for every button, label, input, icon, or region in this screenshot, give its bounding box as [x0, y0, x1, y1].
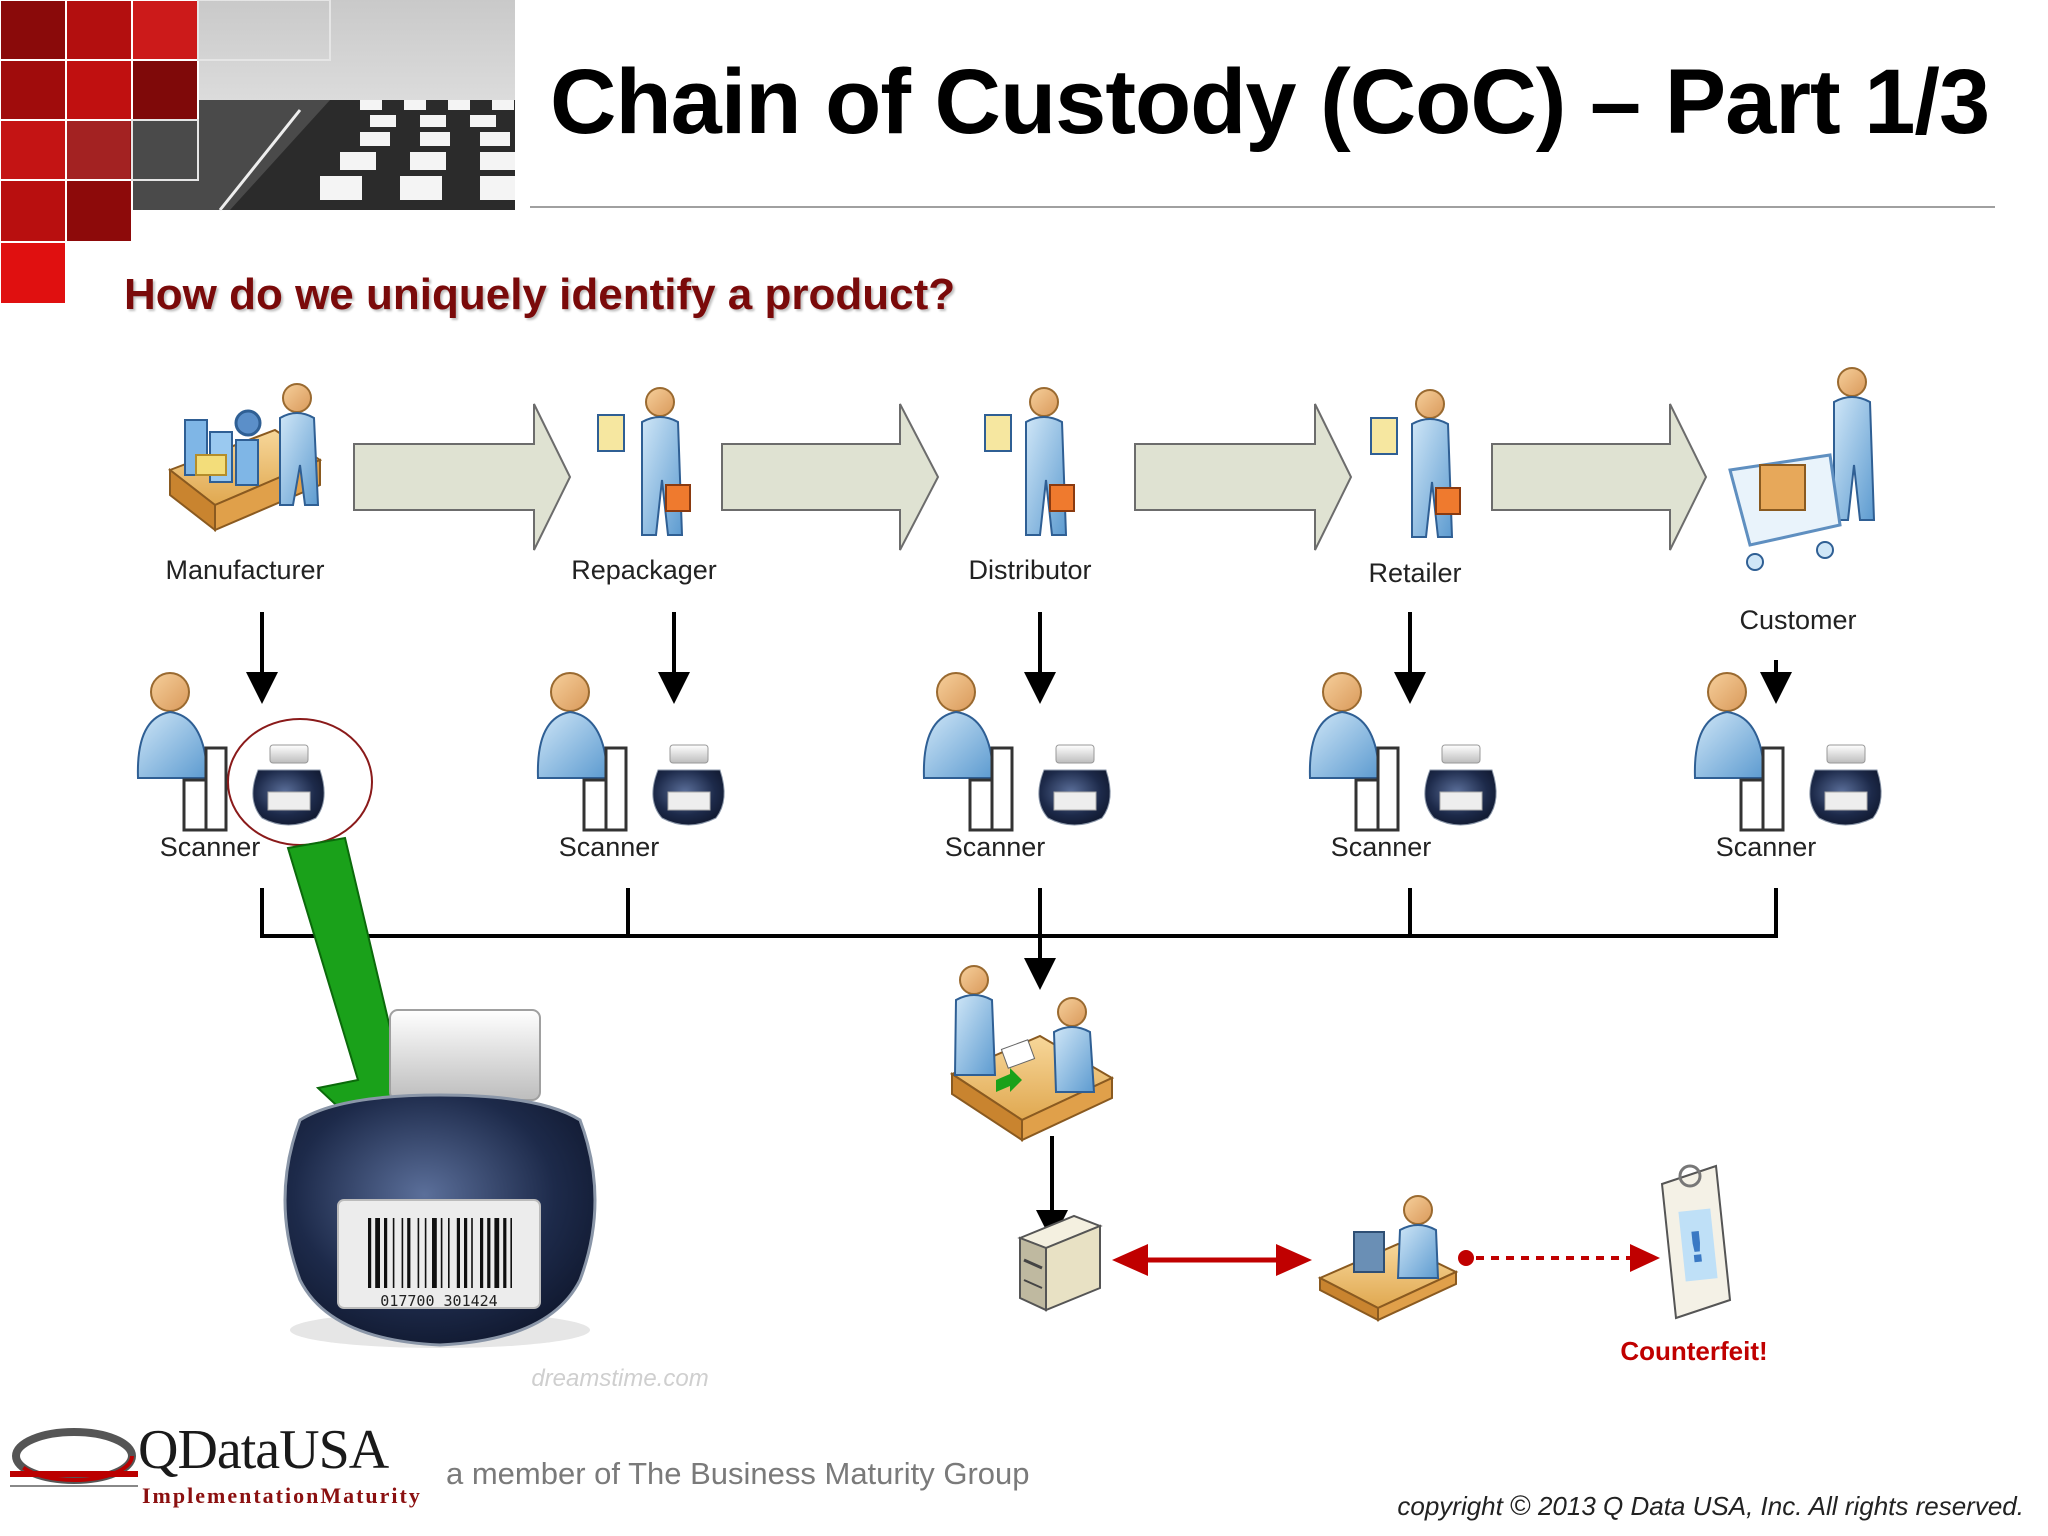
scanner-label: Scanner [159, 832, 261, 862]
barcode-bar [368, 1218, 372, 1288]
role-label-repackager: Repackager [571, 555, 717, 585]
barcode-bar [503, 1218, 507, 1288]
role-label-distributor: Distributor [968, 555, 1092, 585]
worker-with-briefcase-icon [597, 387, 691, 536]
analyst-computer-icon [1317, 1195, 1459, 1322]
barcode-bar [440, 1218, 443, 1288]
member-text: a member of The Business Maturity Group [446, 1456, 1030, 1491]
scanner-label: Scanner [558, 832, 660, 862]
barcode-bar [464, 1218, 468, 1288]
scanner-label: Scanner [1715, 832, 1817, 862]
process-arrow [721, 403, 940, 551]
alert-arrow [1458, 1244, 1660, 1272]
role-label-manufacturer: Manufacturer [165, 555, 325, 585]
data-exchange-arrow [1112, 1244, 1312, 1276]
ink-bottle-image: 017700 301424 dreamstime.com [283, 1009, 709, 1392]
qdata-logo-icon [10, 1428, 138, 1487]
barcode-bar [480, 1218, 484, 1288]
clipboard-alert-icon: ! [1660, 1164, 1732, 1320]
slide-title: Chain of Custody (CoC) – Part 1/3 [550, 51, 1990, 153]
scanner-label: Scanner [1330, 832, 1432, 862]
barcode-bar [487, 1218, 491, 1288]
slide-question: How do we uniquely identify a product? [124, 270, 956, 319]
logo-tagline: ImplementationMaturity [142, 1483, 422, 1508]
scanner-station-icon [1693, 672, 1882, 832]
meeting-desk-icon [949, 965, 1115, 1142]
scanner-station-icon [536, 672, 725, 832]
worker-with-briefcase-icon [984, 387, 1075, 536]
server-icon [1017, 1214, 1103, 1312]
process-arrow [1134, 403, 1353, 551]
factory-worker-icon [167, 383, 323, 533]
barcode-bar [424, 1218, 427, 1288]
barcode-bar [392, 1218, 395, 1288]
barcode-bar [456, 1218, 460, 1288]
barcode-bar [448, 1218, 450, 1288]
image-watermark: dreamstime.com [531, 1365, 708, 1392]
barcode-bar [471, 1218, 473, 1288]
header-mosaic [0, 0, 515, 305]
barcode-bar [510, 1218, 512, 1288]
barcode-bar [384, 1218, 388, 1288]
logo-name: QDataUSA [138, 1419, 389, 1481]
worker-with-briefcase-icon [1370, 389, 1461, 538]
role-label-retailer: Retailer [1368, 558, 1462, 588]
scanner-label: Scanner [944, 832, 1046, 862]
copyright-text: copyright © 2013 Q Data USA, Inc. All ri… [1397, 1490, 2024, 1521]
scanner-station-icon [922, 672, 1111, 832]
process-arrow [1491, 403, 1708, 551]
barcode-bar [375, 1218, 380, 1288]
process-arrow [353, 403, 572, 551]
barcode-bar [432, 1218, 437, 1288]
barcode-bar [417, 1218, 420, 1288]
barcode-number: 017700 301424 [380, 1292, 497, 1310]
scanner-station-icon [1308, 672, 1497, 832]
barcode-bar [401, 1218, 404, 1288]
barcode-bar [494, 1218, 500, 1288]
barcode-bar [407, 1218, 411, 1288]
scanner-station-icon [136, 672, 325, 832]
shopping-cart-person-icon [1728, 367, 1876, 571]
role-label-customer: Customer [1739, 605, 1857, 635]
counterfeit-label: Counterfeit! [1620, 1336, 1768, 1366]
title-divider [530, 206, 1995, 208]
